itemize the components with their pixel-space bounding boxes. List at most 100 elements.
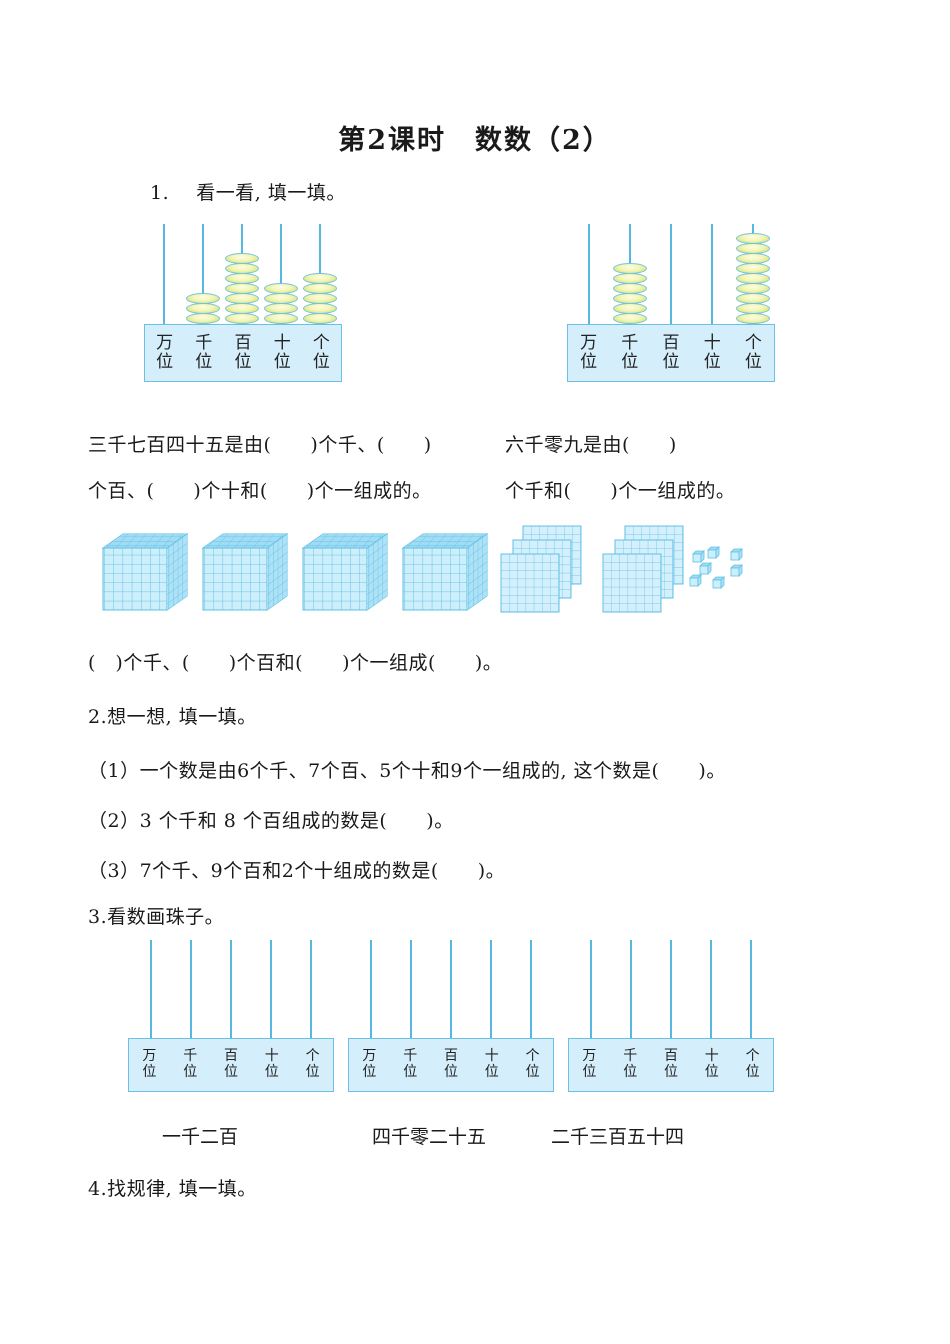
- rod-wan: [150, 940, 152, 1038]
- place-label-qian: 千位: [621, 332, 639, 372]
- rod-bai: [230, 940, 232, 1038]
- place-label-bai: 百位: [663, 1048, 678, 1080]
- rod-bai: [670, 940, 672, 1038]
- rod-shi: [280, 224, 282, 324]
- rod-shi: [711, 224, 713, 324]
- question-1-prompt: 看一看, 填一填。: [196, 182, 346, 204]
- abacus-1-right[interactable]: 万位 千位 百位 十位 个位: [565, 222, 775, 382]
- question-2-item-1[interactable]: （1）一个数是由6个千、7个百、5个十和9个一组成的, 这个数是( )。: [88, 760, 726, 782]
- rod-wan: [588, 224, 590, 324]
- question-3-number: 3.: [88, 906, 108, 928]
- bead: [225, 313, 259, 324]
- place-label-ge: 个位: [745, 1048, 760, 1080]
- unit-cube: [707, 546, 720, 559]
- abacus-3-second-caption: 四千零二十五: [372, 1126, 487, 1148]
- rod-bai: [450, 940, 452, 1038]
- place-label-ge: 个位: [312, 332, 330, 372]
- abacus-base: 万位 千位 百位 十位 个位: [568, 1038, 774, 1092]
- question-2-item-3[interactable]: （3）7个千、9个百和2个十组成的数是( )。: [88, 860, 506, 882]
- q1-blocks-fill[interactable]: ( )个千、( )个百和( )个一组成( )。: [88, 652, 503, 674]
- place-label-wan: 万位: [142, 1048, 157, 1080]
- question-2-prompt: 想一想, 填一填。: [107, 706, 257, 728]
- bead: [736, 313, 770, 324]
- place-label-wan: 万位: [362, 1048, 377, 1080]
- place-label-ge: 个位: [525, 1048, 540, 1080]
- beadstack-bai[interactable]: [225, 253, 259, 324]
- rod-qian: [410, 940, 412, 1038]
- abacus-3-first-caption: 一千二百: [162, 1126, 239, 1148]
- place-label-shi: 十位: [484, 1048, 499, 1080]
- question-4-prompt: 找规律, 填一填。: [107, 1178, 257, 1200]
- bead: [186, 313, 220, 324]
- place-label-qian: 千位: [403, 1048, 418, 1080]
- rod-qian: [630, 940, 632, 1038]
- place-label-bai: 百位: [443, 1048, 458, 1080]
- rod-ge: [310, 940, 312, 1038]
- question-4-heading: 4.找规律, 填一填。: [88, 1174, 257, 1201]
- unit-cube: [730, 564, 743, 577]
- unit-cube: [730, 548, 743, 561]
- bead: [264, 313, 298, 324]
- place-label-wan: 万位: [580, 332, 598, 372]
- thousand-cube: [101, 533, 189, 611]
- unit-cube: [712, 576, 725, 589]
- rod-wan: [163, 224, 165, 324]
- abacus-3-second[interactable]: 万位 千位 百位 十位 个位: [348, 940, 554, 1092]
- question-4-number: 4.: [88, 1178, 108, 1200]
- abacus-3-first[interactable]: 万位 千位 百位 十位 个位: [128, 940, 334, 1092]
- bead: [303, 313, 337, 324]
- rod-bai: [670, 224, 672, 324]
- rod-ge: [530, 940, 532, 1038]
- rod-shi: [490, 940, 492, 1038]
- beadstack-qian[interactable]: [186, 293, 220, 324]
- question-1-number: 1.: [150, 182, 170, 204]
- hundred-flat-group: [602, 525, 684, 613]
- bead: [613, 313, 647, 324]
- rod-wan: [590, 940, 592, 1038]
- place-label-bai: 百位: [223, 1048, 238, 1080]
- place-label-bai: 百位: [234, 332, 252, 372]
- place-label-bai: 百位: [662, 332, 680, 372]
- abacus-3-third[interactable]: 万位 千位 百位 十位 个位: [568, 940, 774, 1092]
- abacus-base: 万位 千位 百位 十位 个位: [144, 324, 342, 382]
- rod-shi: [270, 940, 272, 1038]
- question-3-prompt: 看数画珠子。: [107, 906, 225, 928]
- place-label-ge: 个位: [305, 1048, 320, 1080]
- rod-qian: [202, 224, 204, 324]
- place-label-ge: 个位: [744, 332, 762, 372]
- q1-fill-right-line1[interactable]: 六千零九是由( ): [505, 434, 677, 456]
- rod-ge: [750, 940, 752, 1038]
- page-title: 第2课时 数数（2）: [338, 125, 612, 156]
- rod-shi: [710, 940, 712, 1038]
- unit-cube: [699, 562, 712, 575]
- rod-qian: [190, 940, 192, 1038]
- beadstack-ge[interactable]: [303, 273, 337, 324]
- unit-cube: [692, 550, 705, 563]
- q1-fill-right-line2[interactable]: 个千和( )个一组成的。: [505, 480, 736, 502]
- abacus-3-third-caption: 二千三百五十四: [551, 1126, 685, 1148]
- place-label-wan: 万位: [156, 332, 174, 372]
- place-label-shi: 十位: [703, 332, 721, 372]
- place-label-qian: 千位: [183, 1048, 198, 1080]
- q1-fill-left-line2[interactable]: 个百、( )个十和( )个一组成的。: [88, 480, 432, 502]
- hundred-flat-group: [500, 525, 582, 613]
- place-label-shi: 十位: [264, 1048, 279, 1080]
- beadstack-ge[interactable]: [736, 233, 770, 324]
- q1-fill-left-line1[interactable]: 三千七百四十五是由( )个千、( ): [88, 434, 432, 456]
- place-label-qian: 千位: [623, 1048, 638, 1080]
- question-1-heading: 1. 看一看, 填一填。: [150, 178, 346, 205]
- question-2-item-2[interactable]: （2）3 个千和 8 个百组成的数是( )。: [88, 810, 454, 832]
- abacus-base: 万位 千位 百位 十位 个位: [567, 324, 775, 382]
- question-2-number: 2.: [88, 706, 108, 728]
- unit-cube: [689, 574, 702, 587]
- question-3-heading: 3.看数画珠子。: [88, 902, 224, 929]
- question-2-heading: 2.想一想, 填一填。: [88, 702, 257, 729]
- thousand-cube: [301, 533, 389, 611]
- beadstack-qian[interactable]: [613, 263, 647, 324]
- abacus-1-left[interactable]: 万位 千位 百位 十位 个位: [140, 222, 342, 382]
- place-label-wan: 万位: [582, 1048, 597, 1080]
- beadstack-shi[interactable]: [264, 283, 298, 324]
- place-label-shi: 十位: [273, 332, 291, 372]
- base-ten-blocks-illustration: [95, 518, 755, 618]
